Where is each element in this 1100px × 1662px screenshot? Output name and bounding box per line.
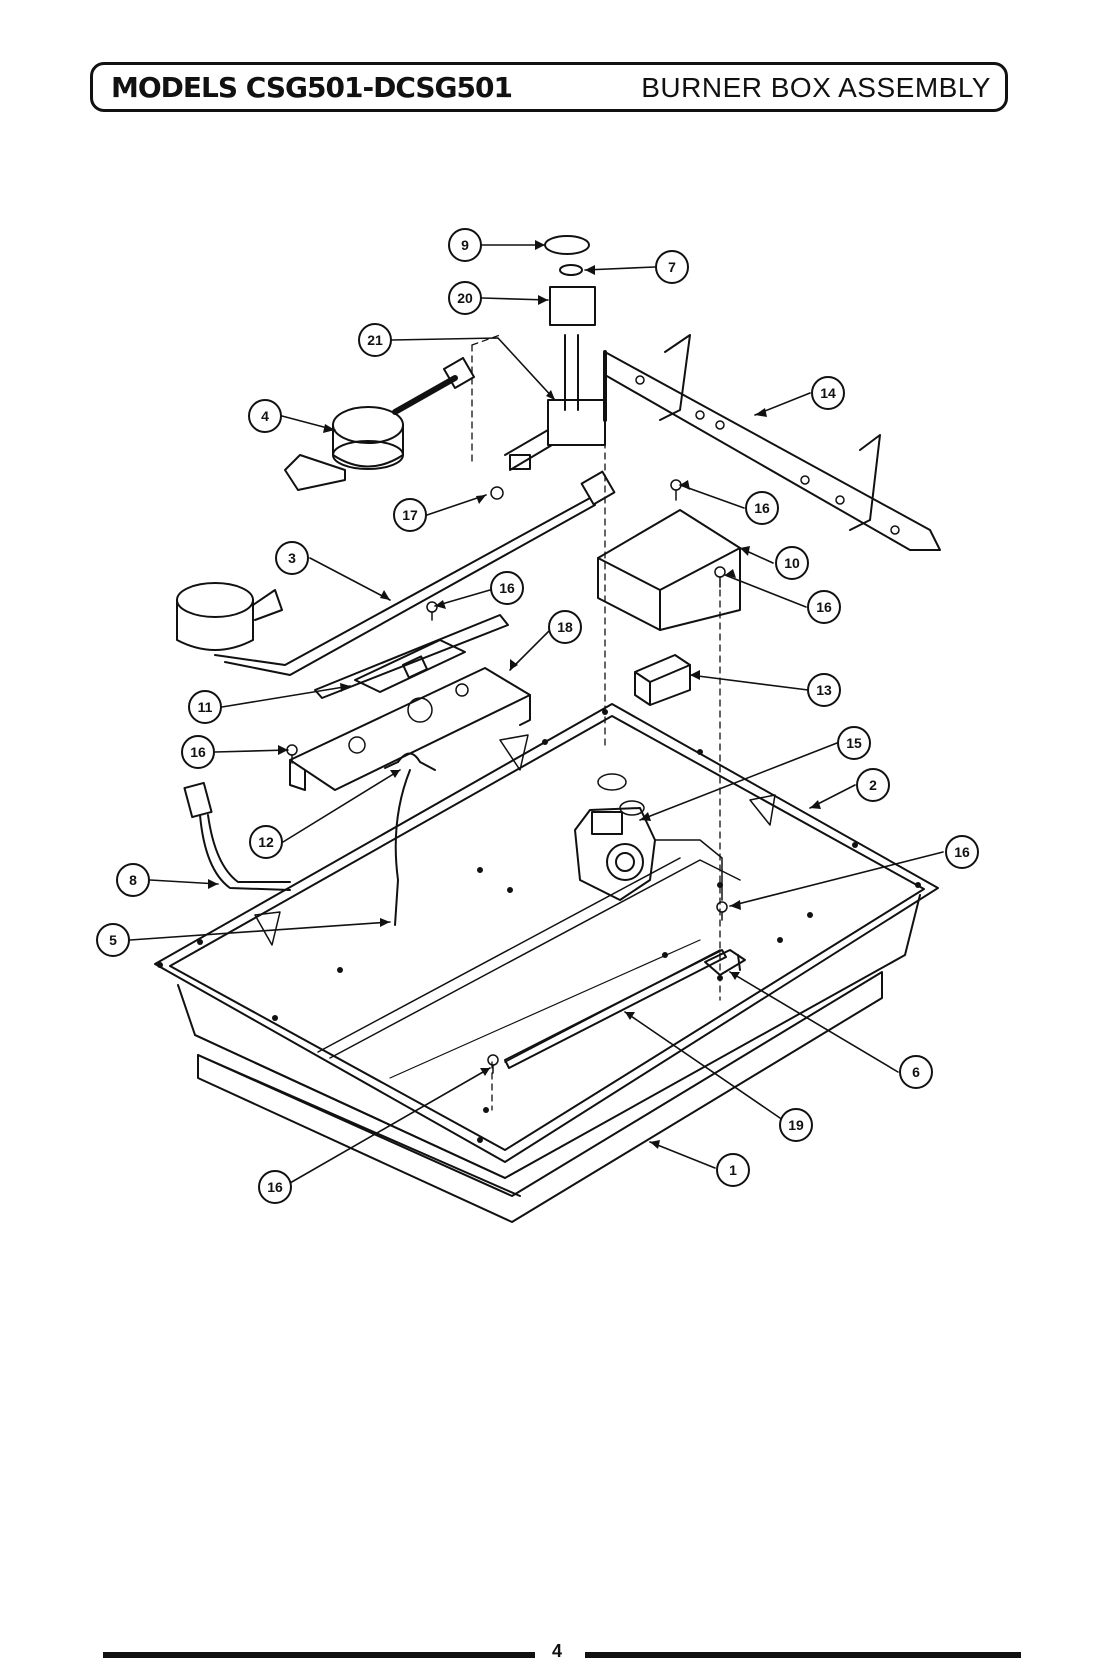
callout-21-label: 21 [367,332,383,348]
callout-18-label: 18 [557,619,573,635]
callout-18: 18 [548,610,582,644]
callout-9-label: 9 [461,237,469,253]
callout-12: 12 [249,825,283,859]
callout-1: 1 [716,1153,750,1187]
callouts-layer: 9 7 20 21 4 14 17 16 3 10 16 16 18 13 11… [96,228,979,1204]
callout-16: 16 [745,491,779,525]
gas-manifold [603,334,941,551]
callout-7: 7 [655,250,689,284]
lower-left-burner [176,470,616,676]
burner-support-bracket [289,667,531,791]
callout-20: 20 [448,281,482,315]
callout-6: 6 [899,1055,933,1089]
callout-10-label: 10 [784,555,800,571]
callout-19-label: 19 [788,1117,804,1133]
callout-17-label: 17 [402,507,418,523]
callout-13: 13 [807,673,841,707]
callout-8-label: 8 [129,872,137,888]
mounting-clip [704,949,746,976]
callout-13-label: 13 [816,682,832,698]
models-label: MODELS CSG501-DCSG501 [111,71,513,104]
callout-16: 16 [945,835,979,869]
callout-14-label: 14 [820,385,836,401]
callout-5: 5 [96,923,130,957]
page-number: 4 [552,1641,563,1661]
screws [286,479,728,1074]
crossover-bracket [314,614,509,699]
callout-16-label: 16 [267,1179,283,1195]
callout-4-label: 4 [261,408,269,424]
callout-16: 16 [258,1170,292,1204]
callout-5-label: 5 [109,932,117,948]
section-title: BURNER BOX ASSEMBLY [641,72,991,103]
callout-12-label: 12 [258,834,274,850]
callout-16-label: 16 [499,580,515,596]
callout-2-label: 2 [869,777,877,793]
alignment-lines [471,334,721,1111]
callout-16-label: 16 [816,599,832,615]
arrowheads [208,240,821,1149]
callout-4: 4 [248,399,282,433]
callout-20-label: 20 [457,290,473,306]
callout-14: 14 [811,376,845,410]
footer-rule-right [585,1652,1021,1658]
callout-15: 15 [837,726,871,760]
callout-1-label: 1 [729,1162,737,1178]
callout-17: 17 [393,498,427,532]
burner-box-exploded-diagram [129,235,944,1223]
callout-9: 9 [448,228,482,262]
gas-valve [574,807,723,901]
upper-left-burner [284,356,476,491]
callout-2: 2 [856,768,890,802]
callout-16: 16 [807,590,841,624]
callout-11: 11 [188,690,222,724]
callout-16-label: 16 [954,844,970,860]
base-plate [197,971,883,1223]
callout-6-label: 6 [912,1064,920,1080]
burner-valve-assembly [504,235,606,471]
callout-8: 8 [116,863,150,897]
ignition-module-cover [597,509,741,631]
heat-shield-strip [504,949,727,1069]
callout-16: 16 [181,735,215,769]
callout-16: 16 [490,571,524,605]
spark-module [634,654,691,706]
callout-3-label: 3 [288,550,296,566]
callout-7-label: 7 [668,259,676,275]
callout-19: 19 [779,1108,813,1142]
footer-rule-left [103,1652,535,1658]
wire-harness [183,769,411,926]
callout-3: 3 [275,541,309,575]
title-bar: MODELS CSG501-DCSG501 BURNER BOX ASSEMBL… [90,62,1008,112]
callout-15-label: 15 [846,735,862,751]
callout-16-label: 16 [754,500,770,516]
wire-clamp [384,752,436,771]
callout-11-label: 11 [198,699,213,715]
callout-10: 10 [775,546,809,580]
callout-16-label: 16 [190,744,206,760]
burner-box-pan [154,703,939,1179]
callout-21: 21 [358,323,392,357]
